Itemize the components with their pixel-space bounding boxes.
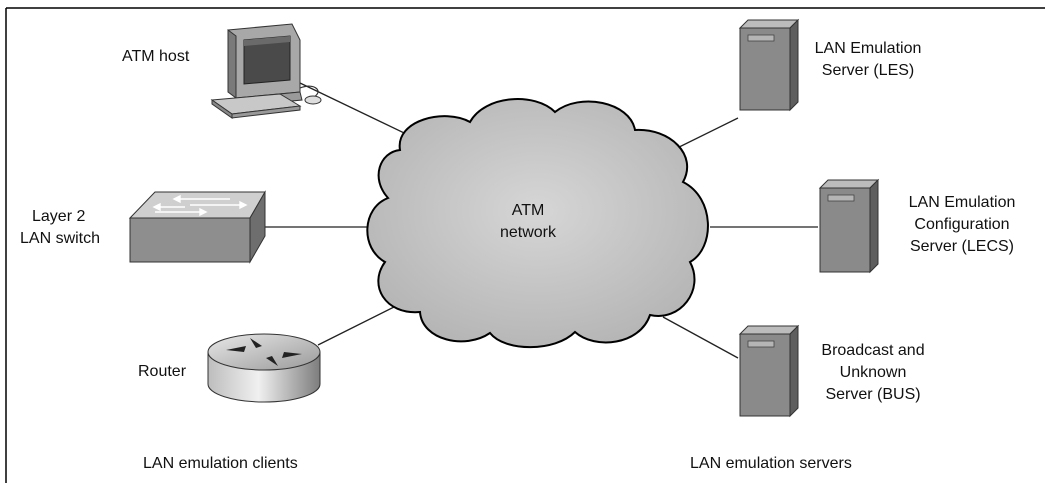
computer-icon (210, 23, 322, 119)
atm-network-line-2: network (499, 224, 557, 241)
les-label-line-1: LAN Emulation (814, 40, 922, 57)
router-icon (207, 333, 321, 403)
switch-icon (128, 190, 266, 264)
lecs-label-line-3: Server (LECS) (909, 238, 1015, 255)
servers-caption: LAN emulation servers (690, 453, 852, 475)
lecs-label: LAN Emulation Configuration Server (LECS… (887, 192, 1037, 258)
frame-border (5, 7, 1045, 483)
les-label: LAN Emulation Server (LES) (803, 38, 933, 82)
switch-label: Layer 2 LAN switch (20, 206, 100, 250)
atm-cloud-icon (366, 98, 709, 349)
clients-caption: LAN emulation clients (143, 453, 298, 475)
atm-host-label: ATM host (122, 46, 189, 68)
link-bus (662, 316, 739, 359)
lecs-label-line-1: LAN Emulation (908, 194, 1016, 211)
clients-caption-text: LAN emulation clients (143, 455, 298, 472)
bus-server-icon (738, 324, 800, 418)
bus-label-line-3: Server (BUS) (825, 386, 921, 403)
router-text: Router (138, 363, 187, 380)
router-label: Router (138, 361, 186, 383)
switch-label-line-1: Layer 2 (32, 208, 86, 225)
bus-label-line-1: Broadcast and (821, 342, 925, 359)
atm-network-label: ATM network (488, 200, 568, 244)
bus-label-line-2: Unknown (839, 364, 907, 381)
atm-network-line-1: ATM (511, 202, 545, 219)
servers-caption-text: LAN emulation servers (690, 455, 852, 472)
lecs-server-icon (818, 178, 880, 274)
bus-label: Broadcast and Unknown Server (BUS) (808, 340, 938, 406)
lecs-label-line-2: Configuration (914, 216, 1010, 233)
atm-host-text: ATM host (122, 48, 190, 65)
switch-label-line-2: LAN switch (20, 230, 101, 247)
les-label-line-2: Server (LES) (821, 62, 915, 79)
les-server-icon (738, 18, 800, 112)
